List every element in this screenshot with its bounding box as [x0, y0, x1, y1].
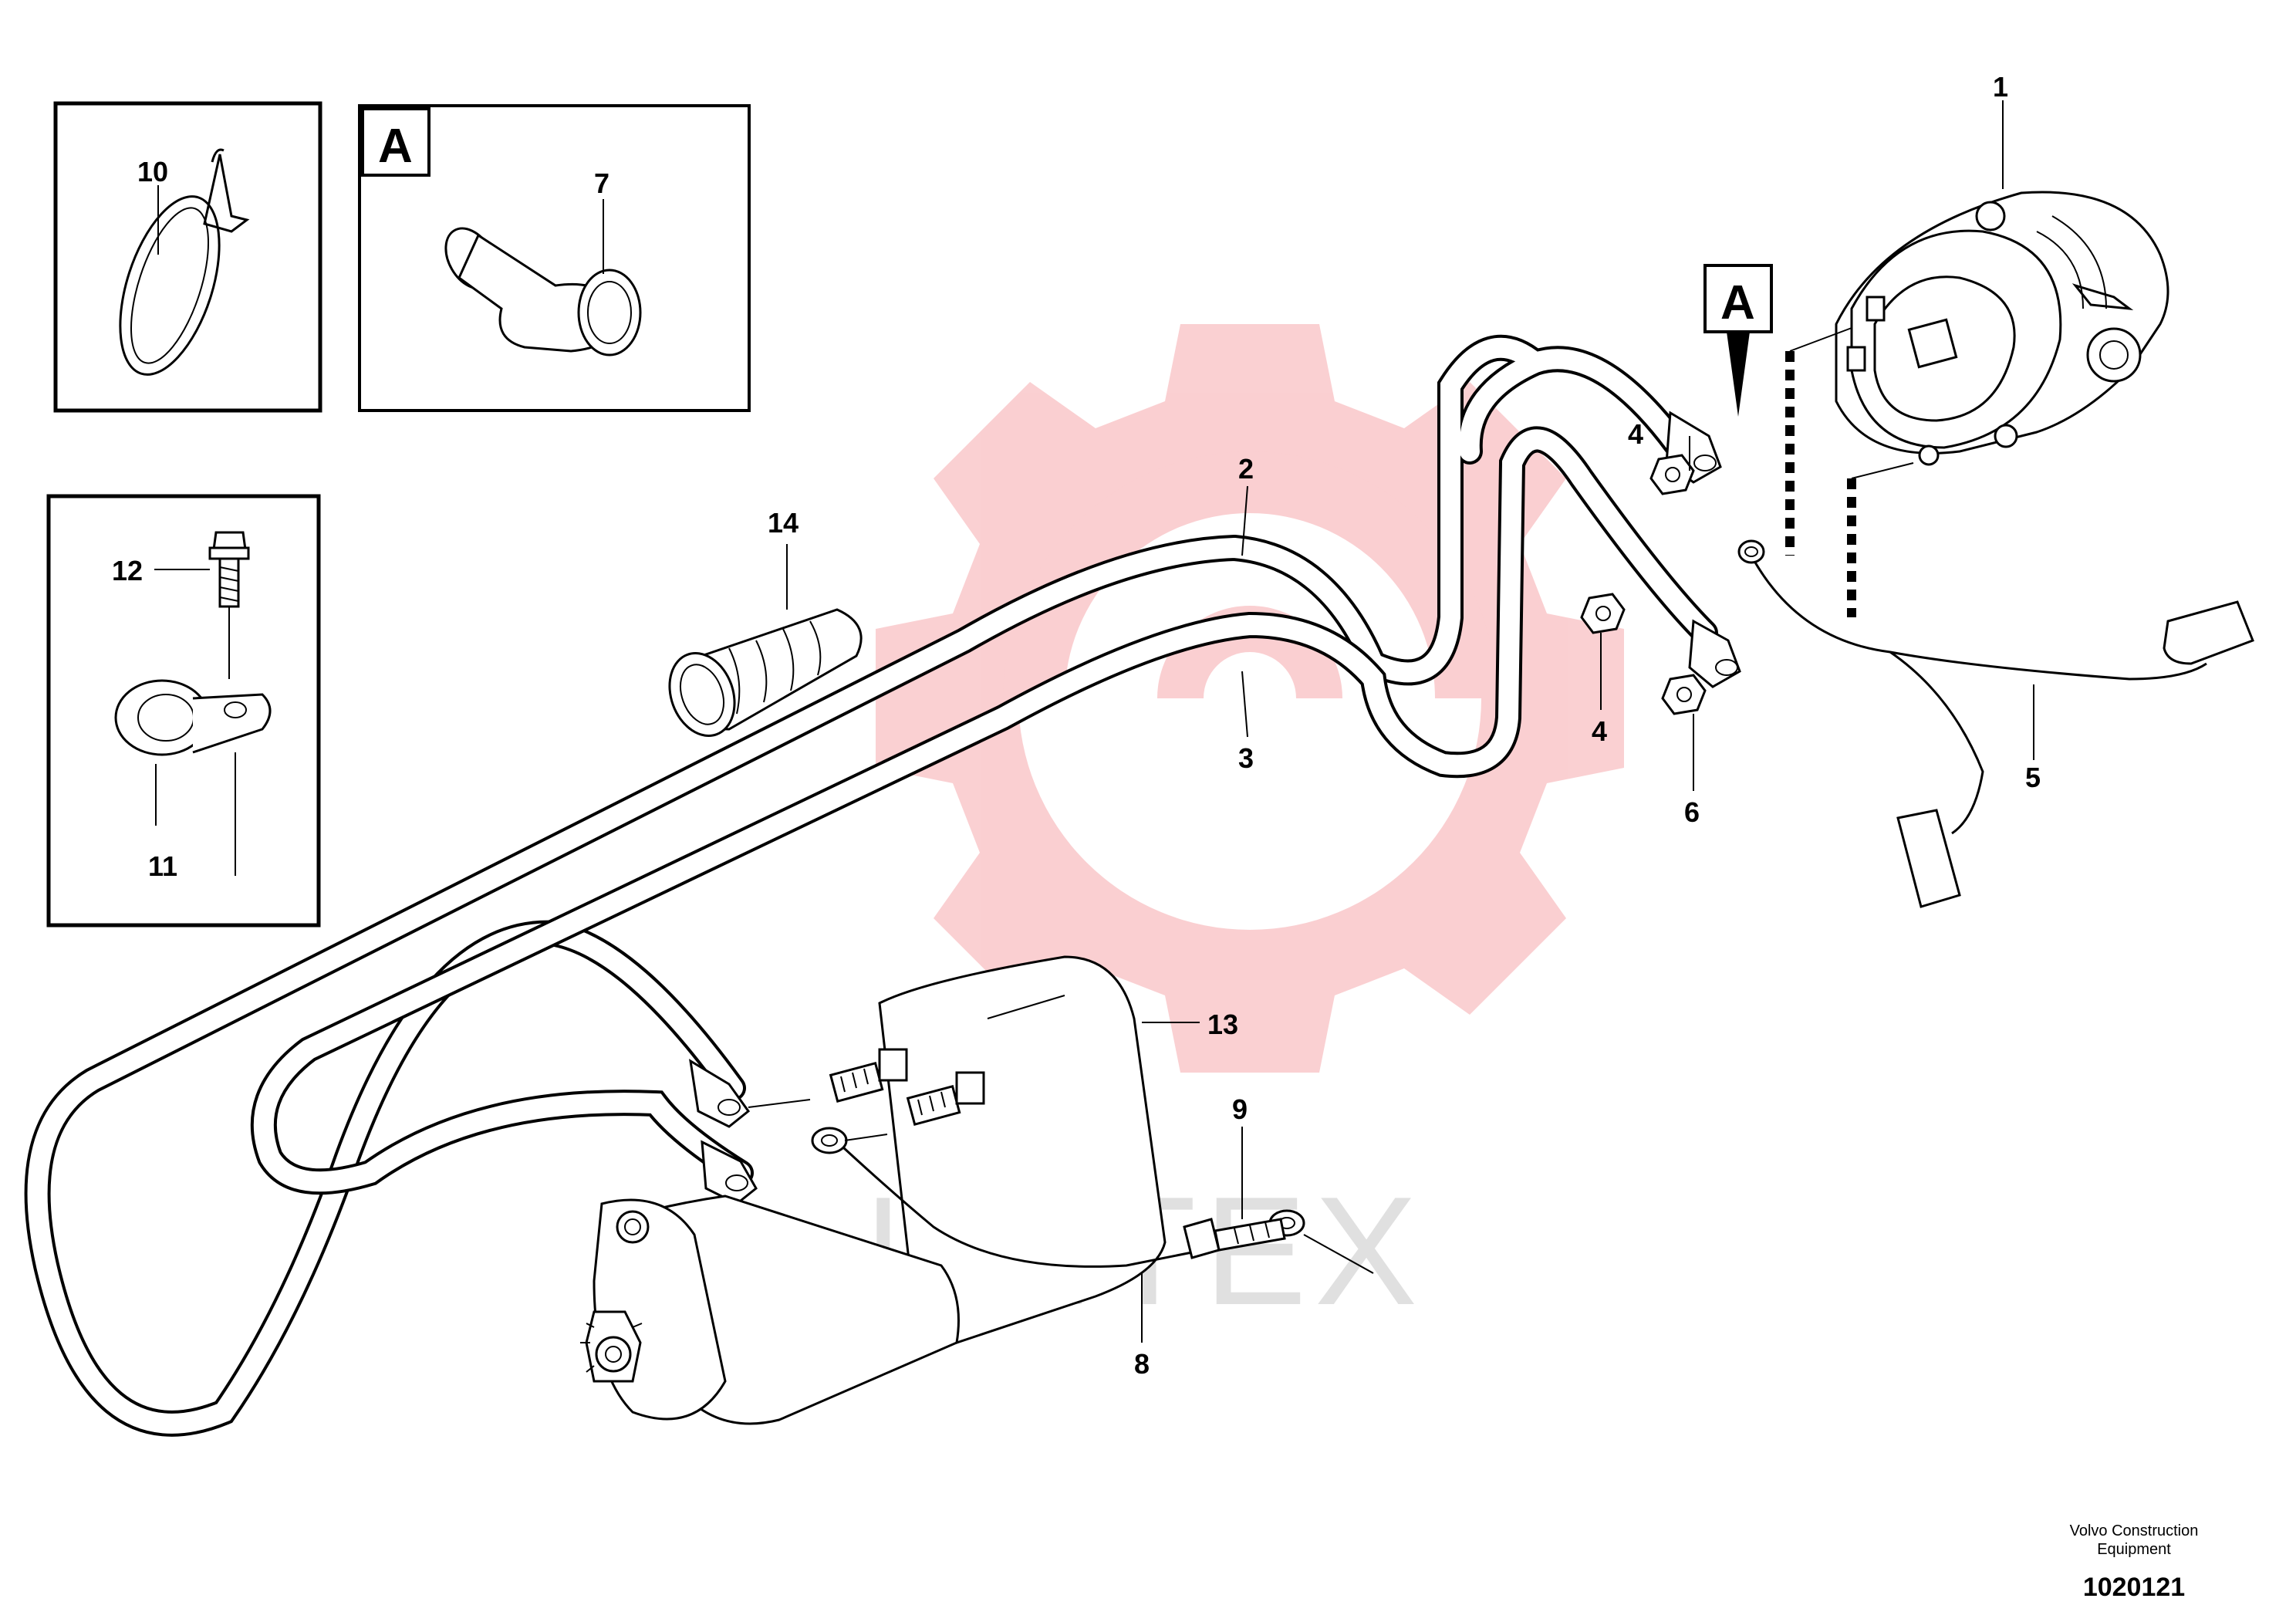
callout-2: 2	[1238, 453, 1254, 485]
detail-box-a	[358, 104, 751, 412]
callout-12: 12	[112, 555, 143, 586]
document-number: 1020121	[2083, 1573, 2185, 1602]
watermark-swirl-icon	[1003, 451, 1497, 698]
callout-5: 5	[2025, 762, 2041, 793]
solenoid-terminal-upper	[829, 1048, 908, 1103]
callout-6: 6	[1684, 796, 1700, 828]
callout-14: 14	[768, 507, 799, 539]
cable-lug-starter-a	[689, 1059, 751, 1128]
watermark-gear-icon	[876, 324, 1624, 1073]
callout-13: 13	[1207, 1009, 1238, 1040]
callout-11: 11	[148, 850, 177, 882]
callout-7: 7	[594, 167, 609, 199]
cable-lug-lower	[1688, 619, 1741, 688]
callout-8: 8	[1134, 1348, 1150, 1380]
cable-clip-icon	[114, 679, 272, 756]
callout-4-upper: 4	[1628, 418, 1643, 450]
bolt-9-icon	[1183, 1218, 1286, 1259]
callout-10: 10	[137, 156, 168, 188]
callout-1: 1	[1993, 71, 2008, 103]
alternator-icon	[1835, 191, 2169, 466]
cable-tie-icon	[119, 148, 250, 376]
callout-3: 3	[1238, 742, 1254, 774]
callout-9: 9	[1232, 1093, 1248, 1125]
starter-motor-icon	[580, 955, 1167, 1425]
cable-3	[250, 426, 1718, 1195]
detail-box-a-label: A	[378, 120, 413, 173]
grommet-icon	[444, 227, 642, 357]
detail-box-clip	[46, 494, 321, 928]
convoluted-tube-icon	[668, 608, 863, 737]
credit-line-2: Equipment	[2097, 1541, 2171, 1558]
wiring-harness-5	[1737, 539, 2254, 908]
nut-icon-upper	[1649, 454, 1695, 495]
cable-lug-starter-b	[701, 1140, 758, 1205]
credit-line-1: Volvo Construction	[2070, 1522, 2199, 1539]
watermark-logo	[876, 324, 1624, 1073]
nut-icon-middle	[1580, 593, 1626, 634]
detail-a-marker-label: A	[1720, 276, 1755, 329]
solenoid-terminal-lower	[906, 1071, 985, 1126]
detail-a-arrow-icon	[1727, 332, 1750, 417]
callout-4-lower: 4	[1592, 715, 1607, 747]
detail-box-a-label-frame	[361, 107, 430, 177]
detail-box-cable-tie	[53, 101, 322, 413]
bolt-icon	[208, 531, 250, 608]
nut-icon-lower	[1661, 674, 1707, 715]
